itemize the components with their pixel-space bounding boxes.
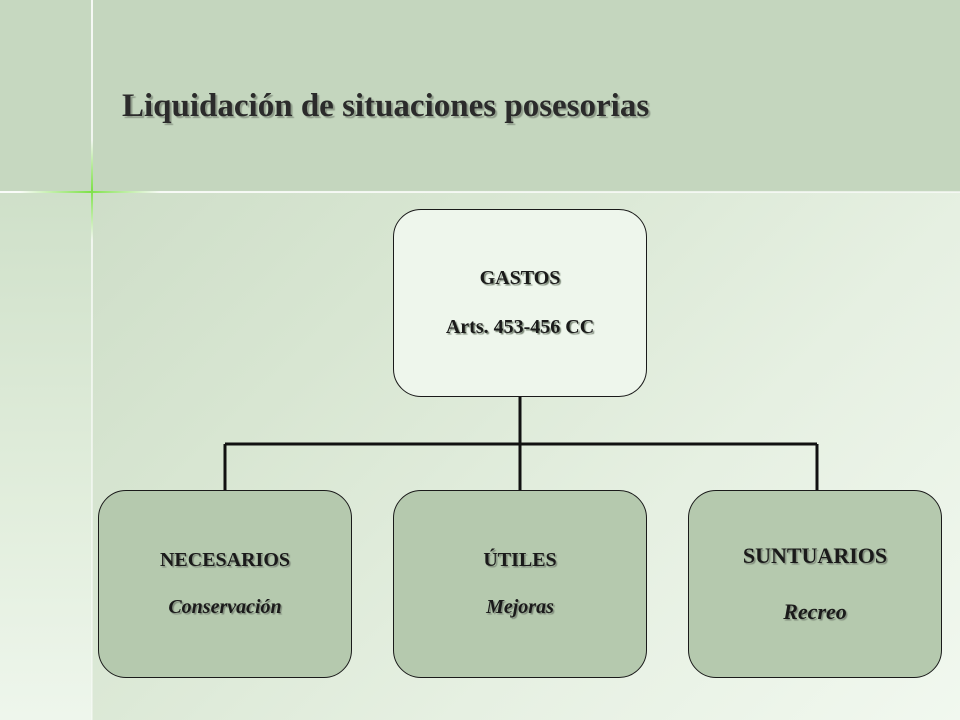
divider-horizontal: [0, 191, 960, 193]
node-gastos-heading: GASTOS: [479, 267, 561, 289]
node-utiles-heading: ÚTILES: [483, 549, 557, 571]
node-utiles: ÚTILES Mejoras: [393, 490, 647, 678]
node-suntuarios-subtitle: Recreo: [783, 599, 847, 624]
sparkle-vertical: [91, 140, 93, 240]
sparkle-horizontal: [20, 191, 160, 193]
node-necesarios: NECESARIOS Conservación: [98, 490, 352, 678]
node-utiles-subtitle: Mejoras: [486, 596, 554, 618]
node-gastos: GASTOS Arts. 453-456 CC: [393, 209, 647, 397]
node-gastos-subtitle: Arts. 453-456 CC: [445, 316, 595, 338]
node-suntuarios: SUNTUARIOS Recreo: [688, 490, 942, 678]
node-necesarios-heading: NECESARIOS: [159, 549, 291, 571]
divider-vertical: [91, 0, 93, 720]
header-band: [0, 0, 960, 192]
node-necesarios-subtitle: Conservación: [168, 596, 282, 618]
left-strip: [0, 192, 92, 720]
slide-title: Liquidación de situaciones posesorias: [122, 88, 650, 124]
node-suntuarios-heading: SUNTUARIOS: [742, 543, 888, 568]
